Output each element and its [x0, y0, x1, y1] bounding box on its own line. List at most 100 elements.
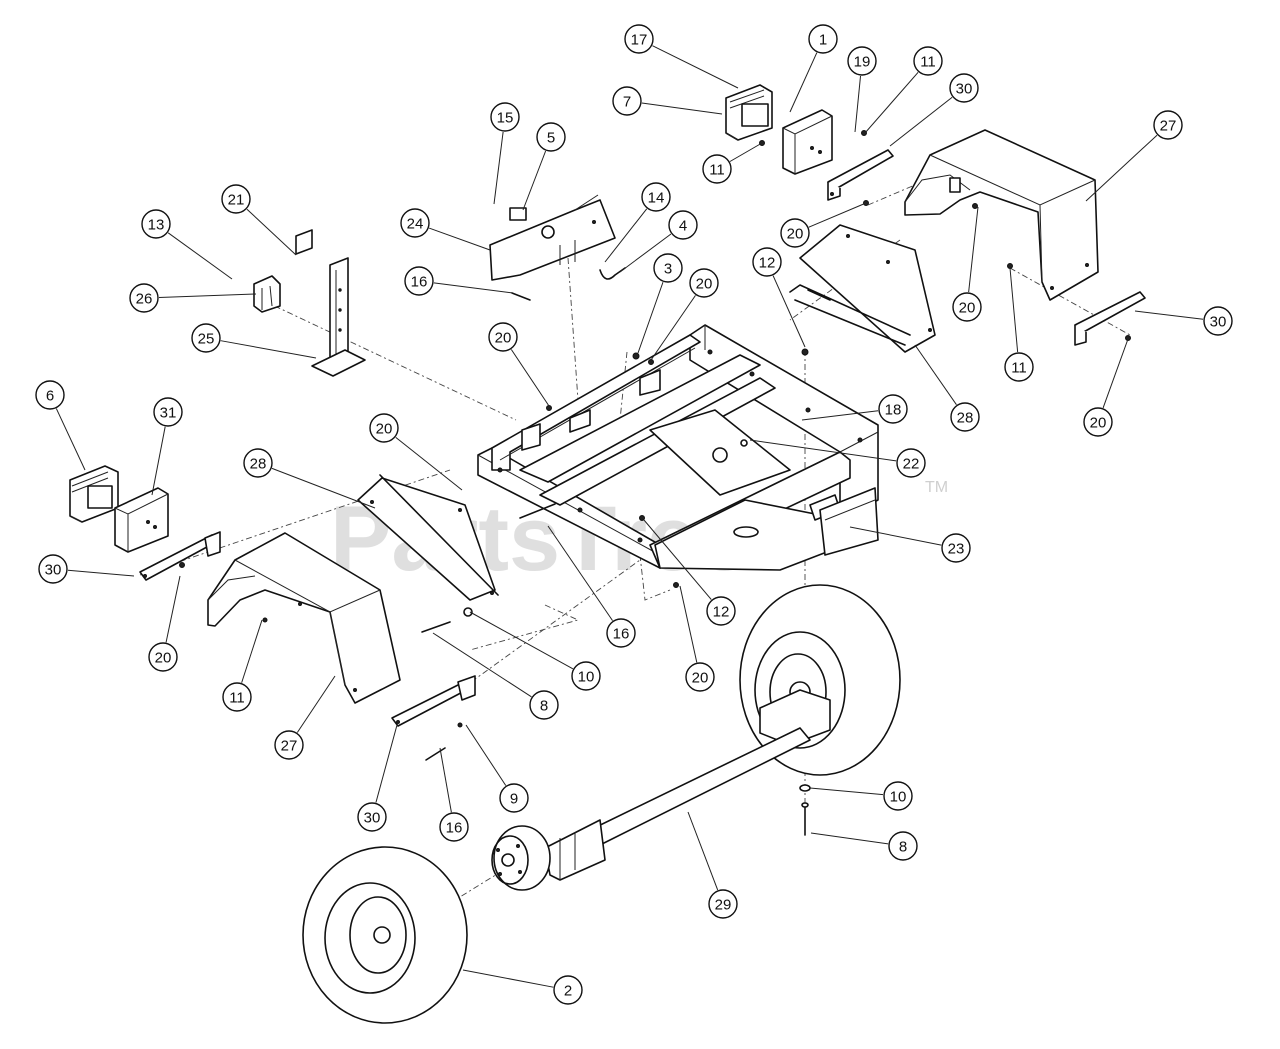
- callout-circle: [490, 102, 520, 132]
- callout-leader-line: [522, 150, 547, 211]
- callout-29: 29: [687, 811, 738, 919]
- callout-8: 8: [810, 831, 918, 861]
- fender-panel-left: [357, 474, 499, 601]
- callout-6: 6: [35, 380, 86, 471]
- callout-leader-line: [914, 344, 957, 405]
- callout-leader-line: [296, 675, 336, 733]
- callout-11: 11: [222, 619, 263, 712]
- callout-leader-line: [493, 131, 504, 205]
- callout-leader-line: [1134, 310, 1204, 320]
- callout-circle: [553, 975, 583, 1005]
- axle-bolt-right: [799, 784, 811, 836]
- callout-circle: [148, 642, 178, 672]
- callout-label: 20: [696, 276, 713, 293]
- callout-leader-line: [808, 202, 867, 228]
- callout-11: 11: [1004, 267, 1034, 382]
- callout-circle: [949, 73, 979, 103]
- fender-left: [207, 532, 401, 704]
- callout-10: 10: [809, 781, 913, 811]
- callout-circle: [536, 122, 566, 152]
- callout-circle: [1153, 110, 1183, 140]
- callout-circle: [612, 86, 642, 116]
- callout-circle: [706, 596, 736, 626]
- callout-28: 28: [243, 448, 376, 509]
- callout-label: 30: [45, 562, 62, 579]
- callout-leader-line: [801, 410, 879, 421]
- callout-label: 27: [1160, 118, 1177, 135]
- fender-bracket-right: [1074, 291, 1146, 346]
- callout-leader-line: [1009, 267, 1019, 353]
- callout-leader-line: [687, 811, 719, 891]
- callout-leader-line: [395, 436, 463, 491]
- callout-leader-line: [428, 227, 491, 251]
- callout-label: 22: [903, 456, 920, 473]
- callout-leader-line: [889, 96, 953, 147]
- callout-label: 30: [364, 810, 381, 827]
- callout-label: 29: [715, 897, 732, 914]
- callout-leader-line: [151, 426, 166, 496]
- callout-circle: [624, 24, 654, 54]
- callout-label: 11: [229, 690, 245, 707]
- callout-label: 6: [46, 388, 54, 405]
- callout-leader-line: [67, 569, 135, 577]
- callout-label: 11: [920, 54, 936, 71]
- callout-leader-line: [772, 275, 806, 348]
- callout-label: 20: [376, 421, 393, 438]
- tail-light-lens-top: [725, 84, 773, 141]
- callout-circle: [641, 182, 671, 212]
- callout-14: 14: [604, 182, 671, 263]
- callout-circle: [752, 247, 782, 277]
- callout-circle: [439, 812, 469, 842]
- callout-label: 20: [787, 226, 804, 243]
- callout-circle: [221, 184, 251, 214]
- callout-circle: [38, 554, 68, 584]
- callout-label: 17: [631, 32, 648, 49]
- callout-label: 28: [250, 456, 267, 473]
- callout-leader-line: [55, 408, 86, 471]
- callout-label: 28: [957, 410, 974, 427]
- light-housing-top: [782, 109, 833, 175]
- callout-leader-line: [432, 632, 532, 698]
- callout-label: 16: [613, 626, 630, 643]
- callout-leader-line: [158, 293, 257, 298]
- callout-26: 26: [129, 283, 257, 313]
- callout-circle: [404, 266, 434, 296]
- callout-label: 25: [198, 331, 215, 348]
- callout-leader-line: [679, 585, 698, 663]
- callout-4: 4: [619, 210, 698, 273]
- callout-label: 8: [540, 698, 548, 715]
- callout-leader-line: [619, 233, 672, 273]
- callout-leader-line: [854, 75, 862, 133]
- callout-19: 19: [847, 46, 877, 133]
- callout-leader-line: [729, 142, 763, 162]
- callout-leader-line: [1085, 134, 1158, 202]
- callout-1: 1: [789, 24, 838, 113]
- callout-label: 9: [510, 791, 518, 808]
- callout-27: 27: [274, 675, 336, 760]
- callout-21: 21: [221, 184, 297, 256]
- callout-label: 20: [155, 650, 172, 667]
- callout-circle: [529, 690, 559, 720]
- callout-label: 12: [713, 604, 730, 621]
- callout-circle: [499, 783, 529, 813]
- callout-label: 15: [497, 110, 514, 127]
- callout-leader-line: [547, 525, 613, 621]
- tail-light-lens-left: [69, 465, 119, 523]
- callout-label: 16: [446, 820, 463, 837]
- callout-circle: [952, 292, 982, 322]
- callout-20: 20: [488, 322, 550, 407]
- callout-label: 10: [578, 669, 595, 686]
- callout-label: 31: [160, 405, 177, 422]
- callout-30: 30: [38, 554, 135, 584]
- callout-30: 30: [1134, 306, 1233, 336]
- callout-leader-line: [375, 724, 398, 803]
- callout-label: 2: [564, 983, 572, 1000]
- fender-bracket-left: [391, 675, 476, 727]
- callout-circle: [668, 210, 698, 240]
- callout-leader-line: [809, 787, 884, 796]
- callout-label: 26: [136, 291, 153, 308]
- callout-20: 20: [780, 202, 867, 248]
- callout-label: 10: [890, 789, 907, 806]
- callout-circle: [222, 682, 252, 712]
